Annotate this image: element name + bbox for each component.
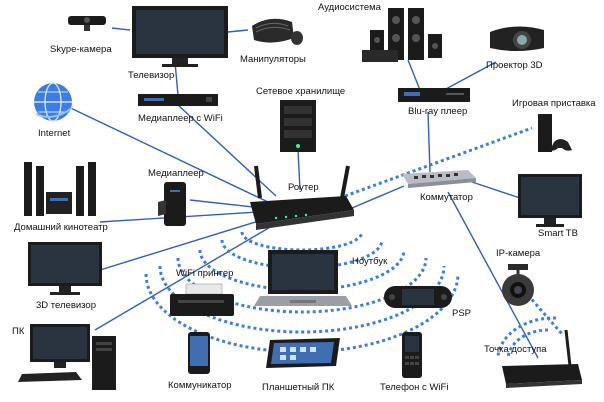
link-tv-mediaplayerwifi <box>174 61 179 96</box>
manipulators-device <box>248 12 304 46</box>
label-switch: Коммутатор <box>420 192 473 203</box>
link-storage-router <box>297 149 301 191</box>
home-theater-device <box>20 160 102 218</box>
label-network-storage: Сетевое хранилище <box>256 86 346 97</box>
label-bluray-player: Blu-ray плеер <box>408 106 468 117</box>
access-point-device <box>500 326 584 390</box>
projector-3d-device <box>486 20 548 56</box>
label-audio-system: Аудиосистема <box>318 2 381 13</box>
label-ip-camera: IP-камера <box>496 248 541 259</box>
link-pc-router <box>94 225 273 331</box>
link-tv-skype <box>111 27 131 31</box>
link-tv3d-router <box>99 219 263 271</box>
switch-device <box>400 166 478 190</box>
tv-3d-device <box>26 240 104 298</box>
label-media-player: Медиаплеер <box>148 168 204 179</box>
label-projector-3d: Проектор 3D <box>486 60 543 71</box>
laptop-device <box>254 248 352 310</box>
smart-tv-device <box>516 172 584 228</box>
label-tablet-pc: Планшетный ПК <box>262 382 335 393</box>
bluray-player-device <box>396 84 472 106</box>
link-switch-smarttv <box>471 181 521 199</box>
label-internet: Internet <box>38 128 71 139</box>
label-tv-3d: 3D телевизор <box>36 300 96 311</box>
label-communicator: Коммуникатор <box>168 380 232 391</box>
tablet-pc-device <box>264 336 344 370</box>
label-psp: PSP <box>452 308 472 319</box>
wifi-printer-device <box>166 282 238 320</box>
link-router-switch <box>351 185 405 209</box>
wifi-ap-ipcamera <box>518 285 564 335</box>
label-media-player-wifi: Медиаплеер с WiFi <box>138 113 223 124</box>
link-internet-router <box>57 101 269 203</box>
label-skype-camera: Skype-камера <box>50 44 112 55</box>
label-access-point: Точка доступа <box>484 344 547 355</box>
link-bluray-audio <box>407 59 421 91</box>
link-bluray-projector <box>443 61 497 91</box>
label-tv: Телевизор <box>128 70 175 81</box>
pc-device <box>16 322 120 394</box>
tv-device <box>130 4 230 68</box>
label-home-theater: Домашний кинотеатр <box>14 222 108 233</box>
phone-wifi-device <box>398 330 426 380</box>
link-switch-accesspoint <box>447 191 539 359</box>
media-player-wifi-device <box>136 92 220 108</box>
label-wifi-printer: WiFi принтер <box>176 268 234 279</box>
label-router: Роутер <box>288 182 319 193</box>
network-storage-device <box>276 98 320 154</box>
label-smart-tv: Smart TB <box>538 228 578 239</box>
communicator-device <box>186 330 212 376</box>
internet-device <box>30 80 76 124</box>
ip-camera-device <box>492 262 544 310</box>
label-game-console: Игровая приставка <box>512 98 596 109</box>
game-console-device <box>532 112 578 156</box>
link-switch-bluray <box>427 111 431 173</box>
router-device <box>246 164 358 234</box>
audio-system-device <box>362 6 452 64</box>
label-pc: ПК <box>12 326 25 337</box>
label-manipulators: Манипуляторы <box>240 54 306 65</box>
label-laptop: Ноутбук <box>352 256 388 267</box>
psp-device <box>382 282 454 312</box>
link-tv-manipulators <box>227 29 249 33</box>
label-phone-wifi: Телефон с WiFi <box>380 382 449 393</box>
skype-camera-device <box>66 14 108 34</box>
media-player-device <box>154 180 194 230</box>
link-mediaplayer-router <box>189 199 263 209</box>
